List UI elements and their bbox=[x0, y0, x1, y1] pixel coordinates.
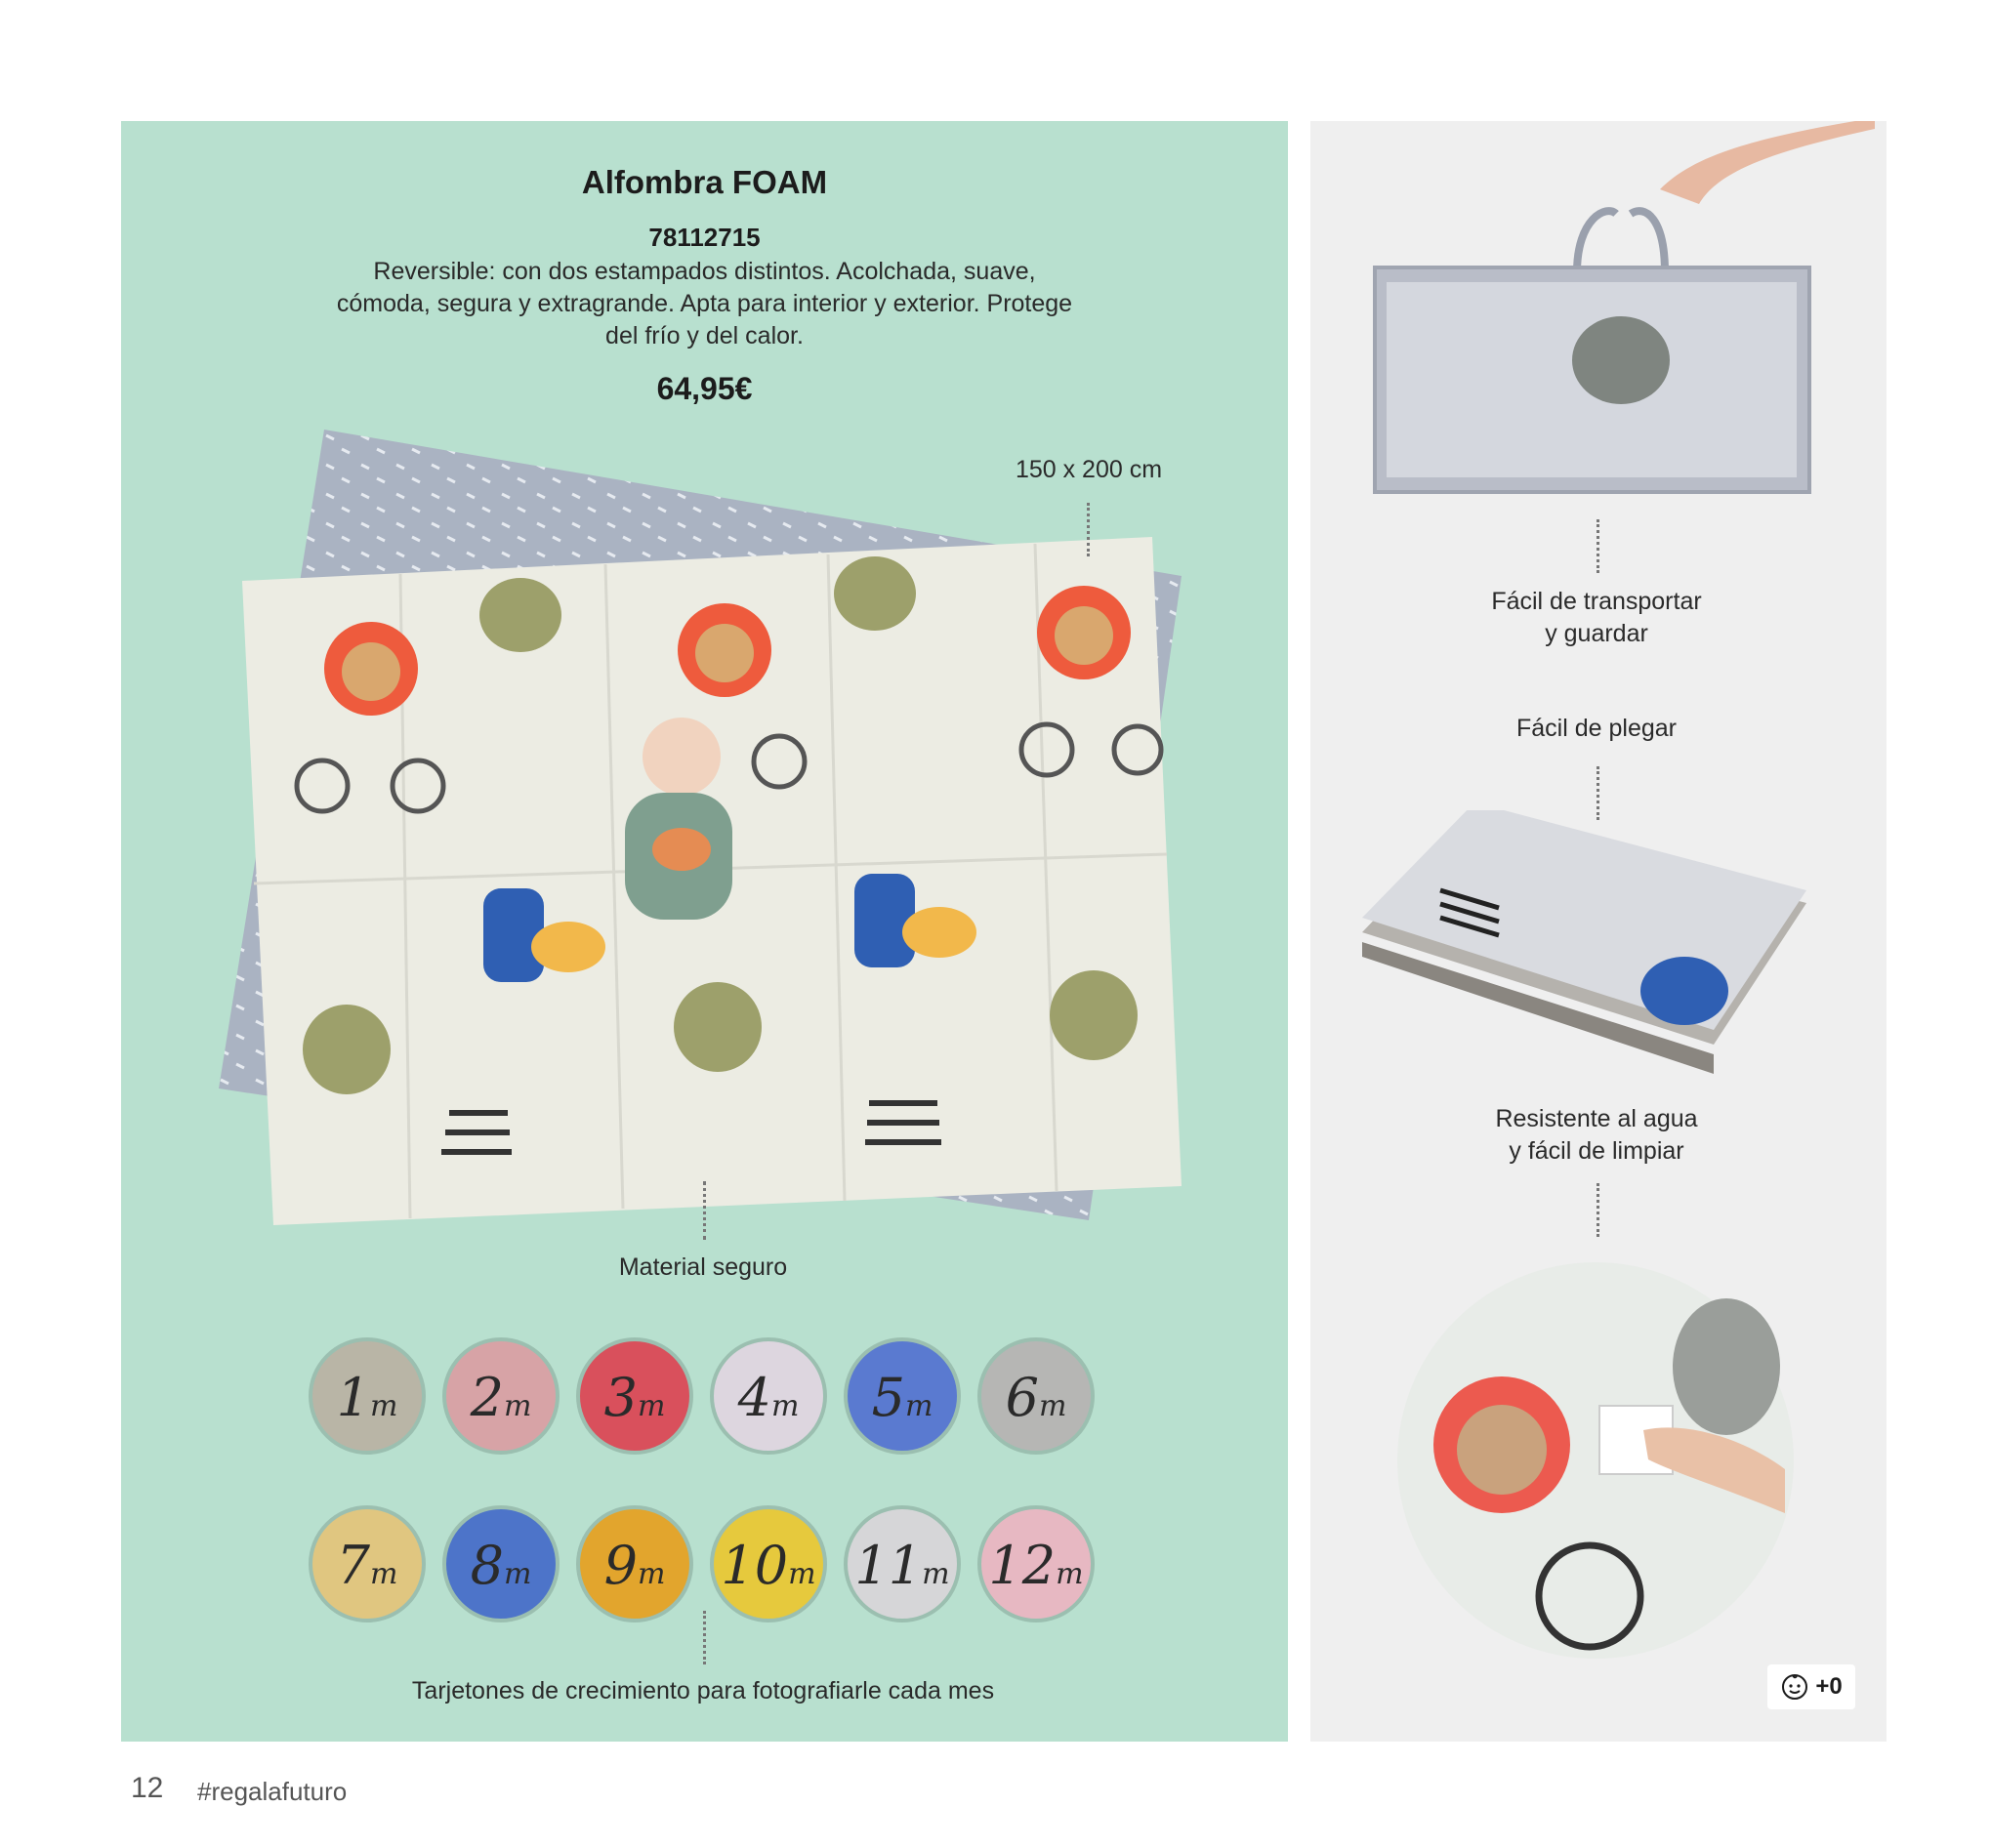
size-callout: 150 x 200 cm bbox=[1015, 456, 1163, 483]
transport-callout-line bbox=[1597, 519, 1599, 573]
month-card-12: 12m bbox=[977, 1505, 1095, 1622]
month-card-9: 9m bbox=[576, 1505, 693, 1622]
month-card-label: 9m bbox=[604, 1535, 666, 1596]
water-callout-line bbox=[1597, 1183, 1599, 1237]
month-card-8: 8m bbox=[442, 1505, 560, 1622]
product-description: Reversible: con dos estampados distintos… bbox=[336, 258, 1073, 349]
age-badge-text: +0 bbox=[1815, 1673, 1843, 1700]
water-callout-line1: Resistente al agua bbox=[1495, 1105, 1698, 1132]
month-card-label: 3m bbox=[604, 1367, 666, 1428]
foam-mat-image bbox=[219, 430, 1182, 1225]
transport-callout-line2: y guardar bbox=[1545, 620, 1648, 647]
month-card-4: 4m bbox=[710, 1337, 827, 1455]
water-callout-line2: y fácil de limpiar bbox=[1509, 1137, 1684, 1165]
month-card-5: 5m bbox=[844, 1337, 961, 1455]
cleaning-mat-image bbox=[1397, 1262, 1794, 1659]
footer-hashtag: #regalafuturo bbox=[197, 1777, 348, 1806]
water-callout: Resistente al agua y fácil de limpiar bbox=[1406, 1103, 1787, 1168]
month-card-10: 10m bbox=[710, 1505, 827, 1622]
age-badge: +0 bbox=[1767, 1664, 1855, 1709]
month-card-label: 8m bbox=[471, 1535, 532, 1596]
material-callout-line bbox=[703, 1181, 706, 1240]
product-price: 64,95€ bbox=[656, 371, 753, 406]
lion-illustration bbox=[294, 622, 446, 814]
month-card-6: 6m bbox=[977, 1337, 1095, 1455]
product-sku: 78112715 bbox=[648, 223, 761, 252]
fold-callout: Fácil de plegar bbox=[1516, 715, 1677, 742]
product-title: Alfombra FOAM bbox=[581, 164, 828, 200]
baby-photo bbox=[625, 718, 732, 920]
month-card-3: 3m bbox=[576, 1337, 693, 1455]
transport-callout-line1: Fácil de transportar bbox=[1491, 588, 1702, 615]
cards-callout: Tarjetones de crecimiento para fotografi… bbox=[411, 1677, 995, 1704]
page-number: 12 bbox=[131, 1772, 164, 1804]
baby-face-icon bbox=[1782, 1674, 1808, 1700]
carry-bag-image bbox=[1373, 121, 1875, 494]
size-callout-line bbox=[1087, 503, 1090, 556]
month-card-2: 2m bbox=[442, 1337, 560, 1455]
folded-mat-image bbox=[1362, 810, 1806, 1074]
transport-callout: Fácil de transportar y guardar bbox=[1406, 586, 1787, 650]
month-card-7: 7m bbox=[309, 1505, 426, 1622]
fold-callout-line bbox=[1597, 766, 1599, 820]
month-card-1: 1m bbox=[309, 1337, 426, 1455]
month-card-11: 11m bbox=[844, 1505, 961, 1622]
material-callout: Material seguro bbox=[618, 1253, 788, 1281]
cards-callout-line bbox=[703, 1611, 706, 1664]
